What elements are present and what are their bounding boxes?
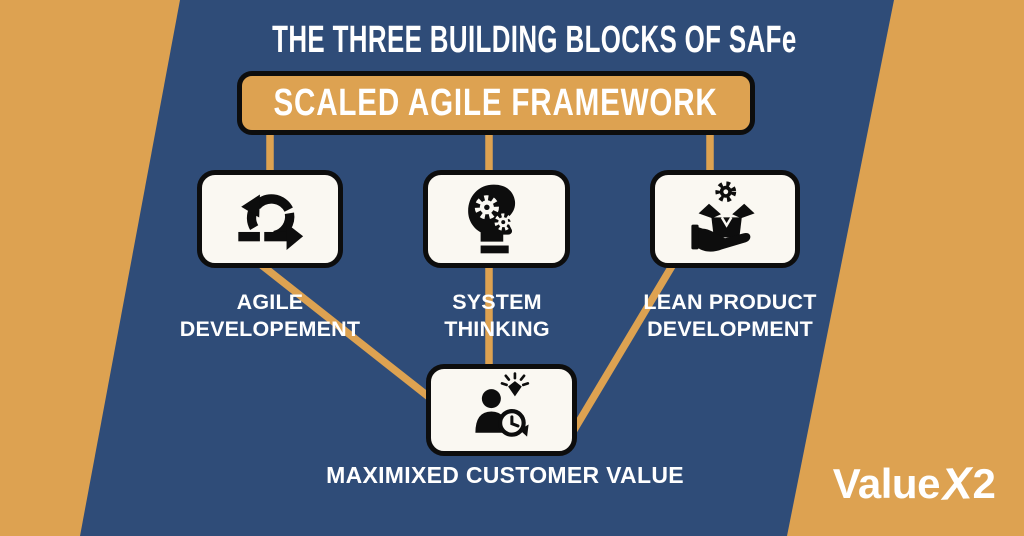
page-title: THE THREE BUILDING BLOCKS OF SAFe bbox=[180, 18, 812, 66]
system-thinking-box bbox=[423, 170, 570, 268]
connector-agile-to-value bbox=[247, 253, 451, 415]
lean-product-development-label: LEAN PRODUCT DEVELOPMENT bbox=[643, 290, 817, 341]
customer-value-label: MAXIMIXED CUSTOMER VALUE bbox=[326, 462, 684, 488]
page-title-text: THE THREE BUILDING BLOCKS OF SAFe bbox=[272, 18, 797, 61]
system-thinking-label: SYSTEM THINKING bbox=[444, 290, 550, 341]
head-gears-icon bbox=[467, 184, 515, 254]
brand-logo-prefix: Value bbox=[832, 460, 941, 507]
customer-value-box bbox=[426, 364, 577, 456]
lean-product-development-box bbox=[650, 170, 800, 268]
hand-product-box-icon bbox=[691, 181, 755, 252]
framework-banner-label: SCALED AGILE FRAMEWORK bbox=[273, 81, 719, 124]
brand-logo-x: X bbox=[940, 457, 973, 510]
connector-lean-to-value bbox=[564, 254, 682, 442]
brand-logo-suffix: 2 bbox=[972, 460, 996, 507]
agile-development-label: AGILE DEVELOPEMENT bbox=[179, 290, 361, 341]
agile-development-box bbox=[197, 170, 343, 268]
agile-iteration-icon bbox=[238, 194, 304, 250]
framework-banner: SCALED AGILE FRAMEWORK bbox=[237, 71, 755, 135]
customer-value-clock-icon bbox=[474, 372, 529, 437]
